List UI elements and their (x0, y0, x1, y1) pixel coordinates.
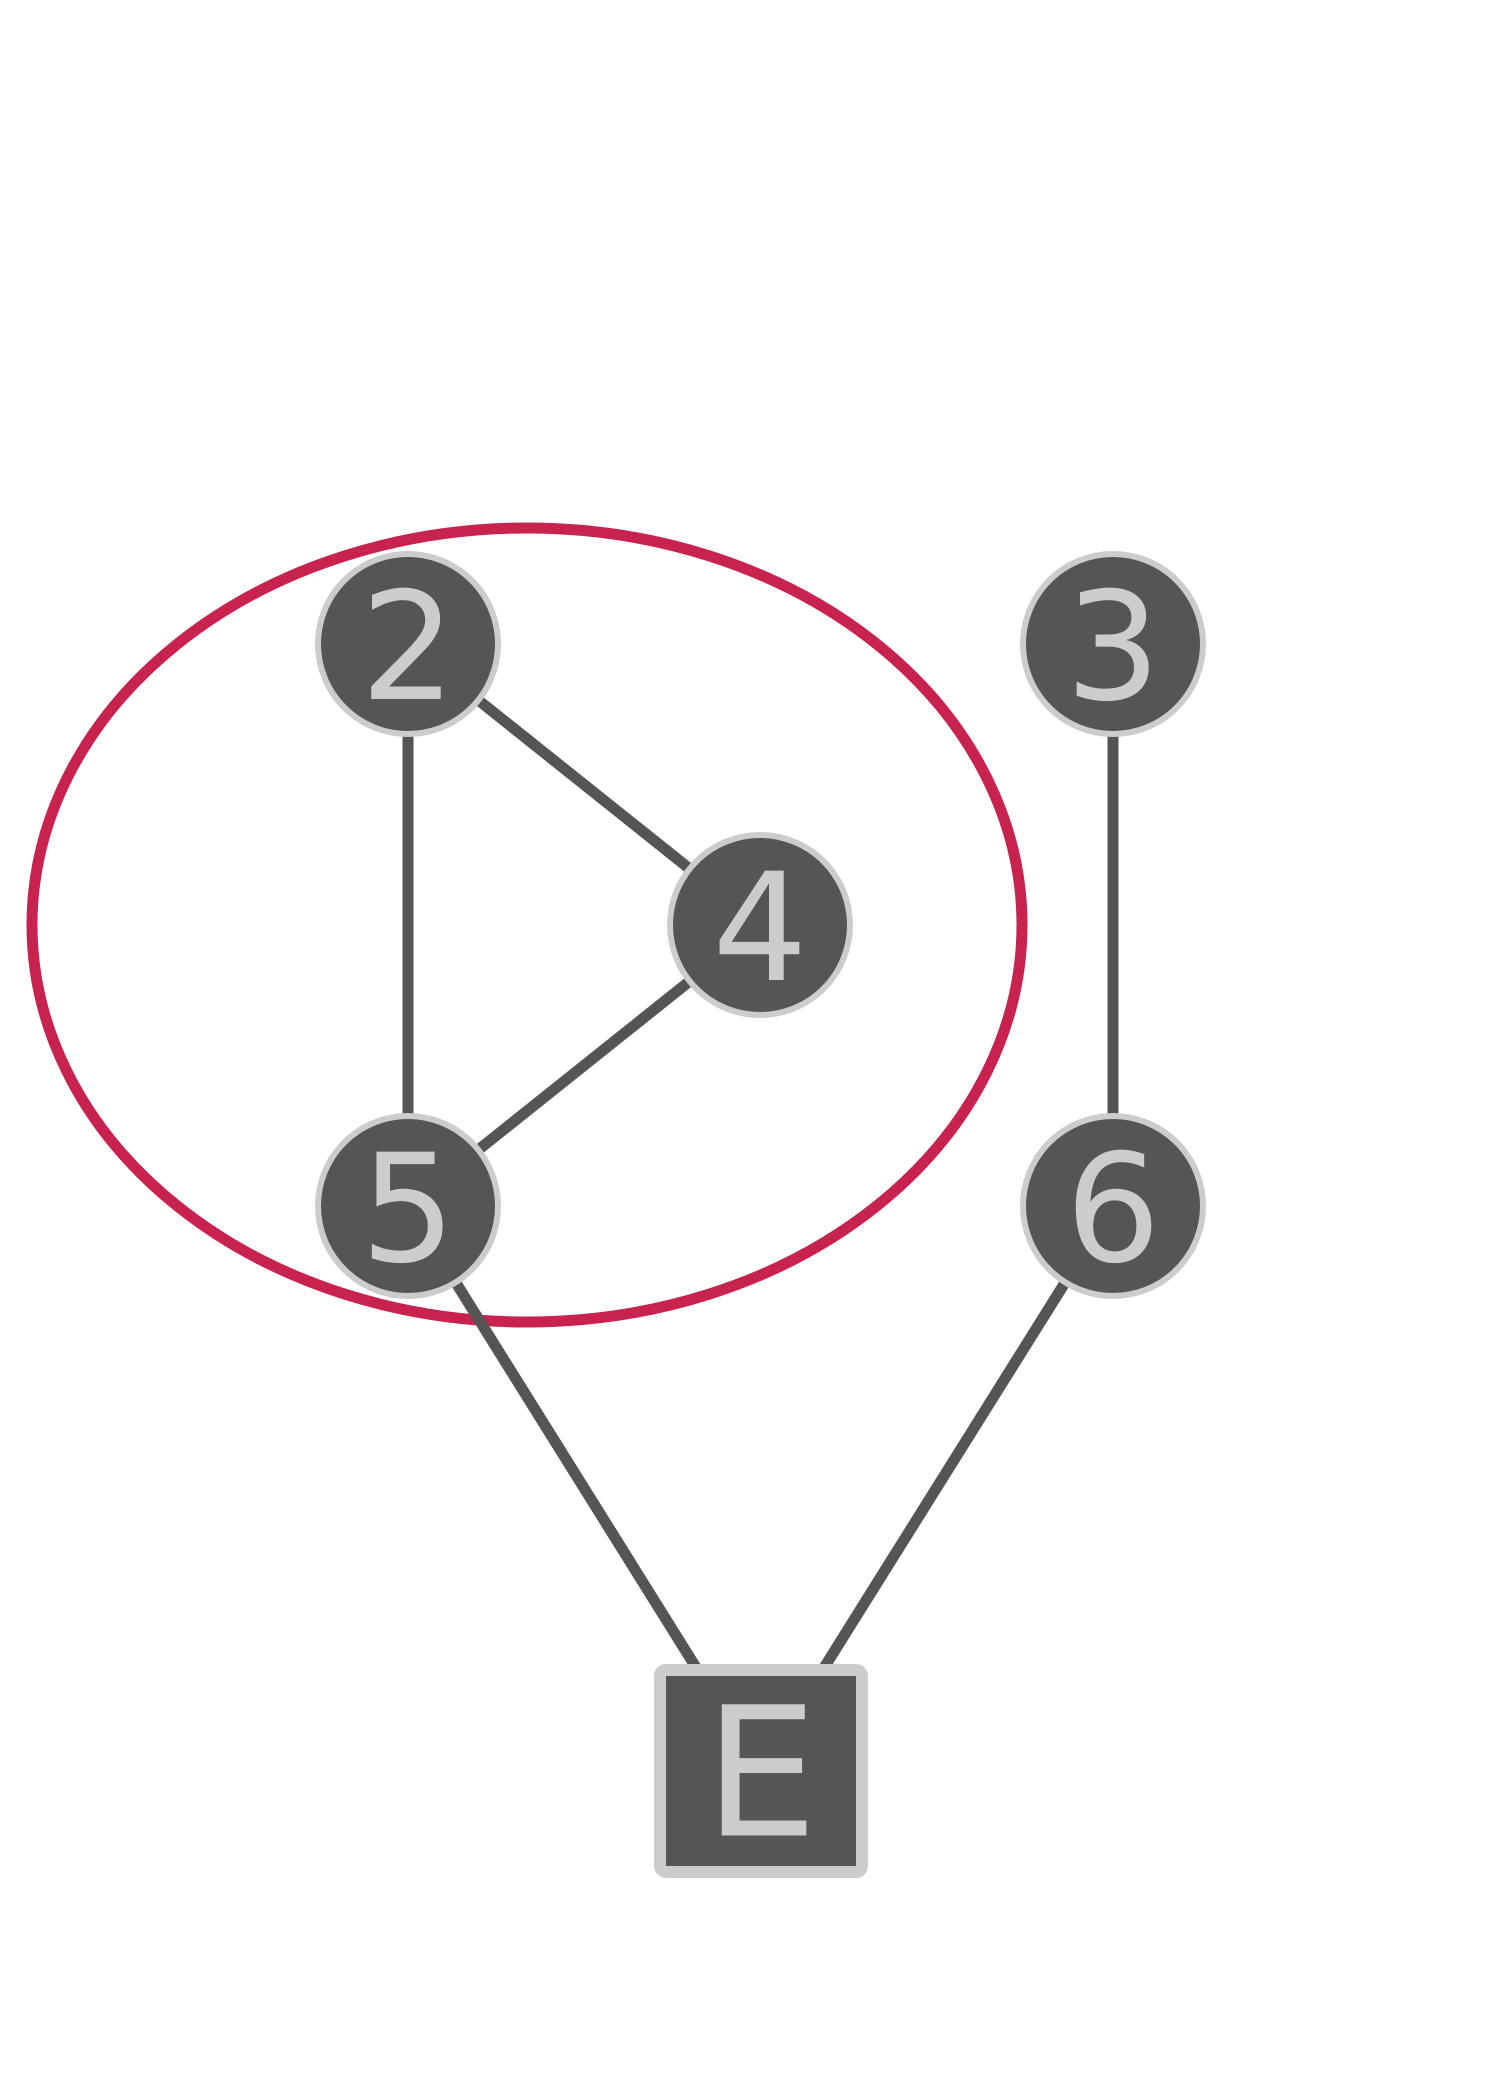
group-ellipse (26, 522, 1028, 1328)
node-4-label: 4 (712, 842, 807, 1016)
node-5-label: 5 (360, 1123, 455, 1297)
node-E[interactable]: E (654, 1664, 868, 1879)
node-4[interactable]: 4 (667, 832, 853, 1018)
node-6-label: 6 (1065, 1123, 1160, 1297)
node-E-label: E (704, 1670, 818, 1879)
node-2-label: 2 (360, 561, 455, 735)
node-5[interactable]: 5 (315, 1113, 501, 1299)
node-2[interactable]: 2 (315, 551, 501, 737)
node-3[interactable]: 3 (1020, 551, 1206, 737)
node-6[interactable]: 6 (1020, 1113, 1206, 1299)
node-3-label: 3 (1065, 561, 1160, 735)
